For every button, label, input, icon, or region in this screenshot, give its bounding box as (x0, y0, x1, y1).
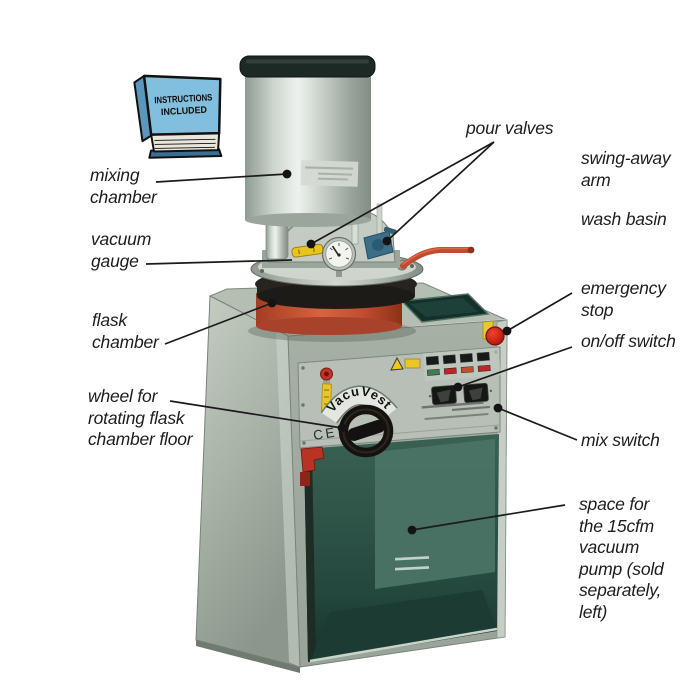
control-panel: VacuVest CE (297, 346, 501, 458)
label-pump-space: space for the 15cfm vacuum pump (sold se… (579, 494, 664, 622)
vacuum-gauge-part (321, 236, 357, 277)
instructions-book: INSTRUCTIONS INCLUDED (133, 74, 223, 159)
pump-space-part (304, 434, 499, 663)
label-pour-valves: pour valves (466, 118, 554, 138)
leader-lines (145, 141, 578, 531)
label-swing-away-arm: swing-away arm (581, 148, 671, 190)
emergency-stop-part (482, 320, 505, 346)
leader-pump-space (411, 504, 566, 531)
label-flask-chamber: flask chamber (92, 310, 159, 352)
leader-mixing-chamber (155, 173, 288, 183)
label-on-off-switch: on/off switch (581, 331, 676, 351)
indicator-lights (422, 347, 501, 382)
label-mix-switch: mix switch (581, 430, 660, 450)
book-title-line2: INCLUDED (161, 104, 208, 117)
leader-dots (267, 169, 512, 535)
leader-mix-switch (497, 407, 578, 441)
label-wheel: wheel for rotating flask chamber floor (88, 386, 193, 449)
book-title-line1: INSTRUCTIONS (154, 91, 212, 105)
warning-sticker (390, 356, 421, 371)
leader-on-off-switch (457, 346, 573, 388)
leader-wheel (169, 400, 343, 429)
label-mixing-chamber: mixing chamber (90, 165, 157, 207)
leader-pour-valve-1 (310, 141, 495, 245)
label-wash-basin: wash basin (581, 209, 667, 229)
leader-flask-chamber (164, 302, 273, 345)
leader-vacuum-gauge (145, 259, 293, 265)
chamber-sticker (300, 160, 359, 187)
on-off-switch-part (428, 384, 457, 406)
cabinet: VacuVest CE (195, 282, 508, 673)
panel-small-print (421, 401, 490, 421)
leader-pour-valve-2 (386, 141, 495, 242)
clamp (300, 446, 325, 486)
mixing-chamber-part (239, 55, 376, 227)
label-emergency-stop: emergency stop (581, 278, 666, 320)
wash-basin-part (400, 293, 490, 323)
label-vacuum-gauge: vacuum gauge (91, 229, 152, 271)
leader-emergency-stop (506, 292, 573, 332)
ce-mark: CE (312, 424, 338, 443)
